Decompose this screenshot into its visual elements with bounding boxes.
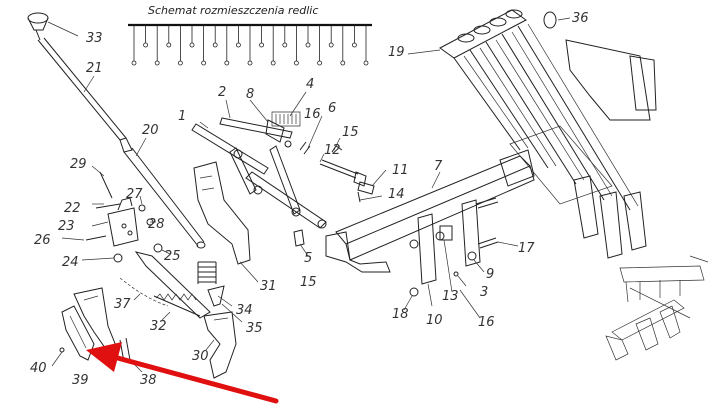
part-label: 28 [148,217,165,232]
red-pointer-arrow [86,342,279,404]
part-label: 34 [236,303,253,318]
coulter-disc [293,60,299,66]
part-label: 29 [70,157,87,172]
pin-40 [59,347,65,353]
part-label: 32 [150,319,167,334]
part-label: 3 [480,285,488,300]
cap-36 [543,11,557,29]
pins-29-22-26 [85,171,163,263]
diagram-title: Schemat rozmieszczenia redlic [148,4,318,17]
part-label: 26 [34,233,51,248]
coulter-disc [189,42,195,48]
coulter-31 [193,161,251,265]
part-label: 33 [86,31,103,46]
coulter-disc [247,60,253,66]
part-label: 13 [442,289,459,304]
part-label: 6 [328,101,336,116]
part-label: 16 [304,107,321,122]
nut-11-pin-14 [357,181,375,203]
leader-lines [47,17,571,373]
clip-5 [293,229,305,247]
part-label: 1 [178,109,186,124]
part-label: 8 [246,87,254,102]
part-label: 19 [388,45,405,60]
part-label: 15 [342,125,359,140]
coulter-disc [166,42,172,48]
lever-rod-21 [37,37,133,153]
coulter-disc [363,60,369,66]
coulter-disc [340,60,346,66]
part-label: 15 [300,275,317,290]
part-label: 18 [392,307,409,322]
coulter-disc [270,60,276,66]
coulter-disc [259,42,265,48]
small-parts-8-4-6 [265,111,311,155]
part-label: 2 [218,85,226,100]
part-label: 24 [62,255,79,270]
coulter-disc [305,42,311,48]
hopper-tube-35 [207,285,225,307]
coulter-spacing-schematic [128,23,372,66]
coulter-disc [328,42,334,48]
marker-frame-19 [439,9,657,259]
coulter-disc [212,42,218,48]
part-label: 38 [140,373,157,388]
part-label: 10 [426,313,443,328]
coulter-arm-left [134,251,211,319]
part-label: 11 [392,163,409,178]
part-label: 36 [572,11,589,26]
coulter-disc [235,42,241,48]
part-label: 9 [486,267,494,282]
spring-32 [153,293,201,317]
coulter-disc [131,60,137,66]
coulter-disc [224,60,230,66]
tube-20 [123,147,206,249]
part-label: 23 [58,219,75,234]
bellows-34 [197,261,217,284]
link-plates-1-2 [191,117,327,229]
part-label: 39 [72,373,89,388]
chain-37 [119,277,169,307]
part-label: 31 [260,279,277,294]
part-label: 14 [388,187,405,202]
bracket-23 [107,197,139,247]
coulter-disc [154,60,160,66]
part-label: 35 [246,321,263,336]
boot-39 [61,305,95,361]
part-label: 17 [518,241,535,256]
part-label: 5 [304,251,312,266]
part-label: 25 [164,249,181,264]
part-label: 21 [86,61,103,76]
coulter-disc [282,42,288,48]
part-label: 20 [142,123,159,138]
clamp-plates-10-16 [417,199,481,285]
coulter-assembly-left-bottom [73,287,117,353]
coulter-30 [203,311,237,379]
part-label: 22 [64,201,81,216]
coulter-disc [317,60,323,66]
main-beam-7 [325,149,535,273]
part-label: 27 [126,187,143,202]
part-label: 37 [114,297,131,312]
part-label: 7 [434,159,443,174]
coulter-disc [351,42,357,48]
inset-drawing [605,255,709,361]
part-label: 12 [324,143,341,158]
handle-knob-33 [27,12,49,41]
coulter-disc [143,42,149,48]
part-label: 4 [306,77,314,92]
part-label: 40 [30,361,47,376]
coulter-disc [177,60,183,66]
coulter-disc [201,60,207,66]
bolts-17-9-3 [453,197,499,277]
part-label: 30 [192,349,209,364]
nuts-18-13 [409,231,445,297]
bolt-12 [319,159,367,187]
part-label: 16 [478,315,495,330]
